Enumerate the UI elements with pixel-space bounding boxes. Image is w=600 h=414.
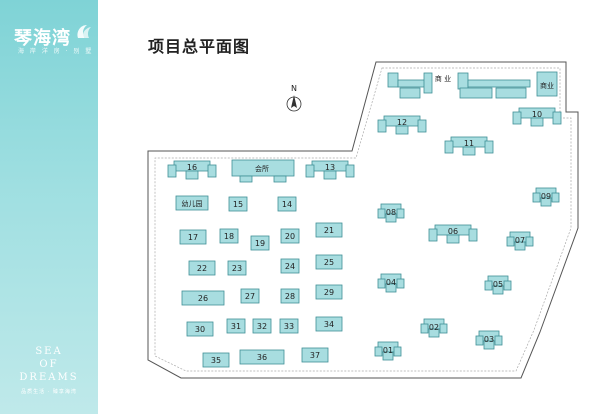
building-18 bbox=[219, 228, 239, 244]
page-title: 项目总平面图 bbox=[148, 37, 251, 56]
building-07 bbox=[506, 231, 534, 251]
tagline-line3: DREAMS bbox=[19, 372, 79, 383]
building-01 bbox=[374, 341, 402, 361]
building-label-35: 35 bbox=[211, 356, 221, 365]
building-25 bbox=[315, 254, 343, 270]
building-label-26: 26 bbox=[198, 294, 208, 303]
building-23 bbox=[227, 260, 247, 276]
building-label-29: 29 bbox=[324, 288, 334, 297]
building-21 bbox=[315, 222, 343, 238]
building-12 bbox=[377, 115, 427, 135]
building-label-18: 18 bbox=[224, 232, 234, 241]
building-05 bbox=[484, 275, 512, 295]
tagline: SEA OF DREAMS 品质生活 · 臻享海湾 bbox=[0, 345, 98, 399]
building-label-10: 10 bbox=[532, 110, 542, 119]
building-label-14: 14 bbox=[282, 200, 292, 209]
tagline-line2: OF bbox=[39, 359, 59, 370]
compass-label: N bbox=[291, 84, 297, 93]
building-13 bbox=[305, 160, 355, 180]
building-label-08: 08 bbox=[386, 208, 396, 217]
building-32 bbox=[252, 318, 272, 334]
building-02 bbox=[420, 318, 448, 338]
building-09 bbox=[532, 187, 560, 207]
building-03 bbox=[475, 330, 503, 350]
building-label-13: 13 bbox=[325, 163, 335, 172]
kindergarten-label: 幼儿园 bbox=[182, 199, 203, 208]
building-15 bbox=[228, 196, 248, 212]
building-label-22: 22 bbox=[197, 264, 207, 273]
north-compass-icon: N bbox=[286, 84, 302, 112]
building-label-34: 34 bbox=[324, 320, 334, 329]
building-label-07: 07 bbox=[515, 236, 525, 245]
tagline-line1: SEA bbox=[35, 346, 63, 357]
building-31 bbox=[226, 318, 246, 334]
building-06 bbox=[428, 224, 478, 244]
building-label-12: 12 bbox=[397, 118, 407, 127]
building-label-33: 33 bbox=[284, 322, 294, 331]
building-label-37: 37 bbox=[310, 351, 320, 360]
building-label-11: 11 bbox=[464, 139, 474, 148]
building-19 bbox=[250, 235, 270, 251]
building-label-32: 32 bbox=[257, 322, 267, 331]
building-label-23: 23 bbox=[232, 264, 242, 273]
building-37 bbox=[301, 347, 329, 363]
commercial-box-label: 商业 bbox=[540, 81, 554, 90]
building-label-05: 05 bbox=[493, 280, 503, 289]
building-28 bbox=[280, 288, 300, 304]
building-26 bbox=[181, 290, 225, 306]
building-label-09: 09 bbox=[541, 192, 551, 201]
building-label-19: 19 bbox=[255, 239, 265, 248]
logo-name: 琴海湾 bbox=[14, 28, 71, 49]
commercial-box bbox=[536, 71, 558, 97]
site-boundary bbox=[147, 61, 579, 379]
building-label-24: 24 bbox=[285, 262, 295, 271]
commercial-block-top: 商 业 bbox=[387, 72, 531, 99]
building-35 bbox=[202, 352, 230, 368]
building-label-25: 25 bbox=[324, 258, 334, 267]
sidebar-panel: 琴海湾 海 岸 洋 房 · 别 墅 SEA OF DREAMS 品质生活 · 臻… bbox=[0, 0, 98, 414]
brand-logo: 琴海湾 海 岸 洋 房 · 别 墅 bbox=[4, 20, 96, 60]
logo-subtitle: 海 岸 洋 房 · 别 墅 bbox=[18, 48, 94, 55]
clubhouse bbox=[231, 159, 295, 177]
building-label-06: 06 bbox=[448, 227, 458, 236]
building-label-01: 01 bbox=[383, 346, 393, 355]
building-24 bbox=[280, 258, 300, 274]
building-36 bbox=[239, 349, 285, 365]
building-label-30: 30 bbox=[195, 325, 205, 334]
building-08 bbox=[377, 203, 405, 223]
building-10 bbox=[512, 107, 562, 127]
building-label-03: 03 bbox=[484, 335, 494, 344]
kindergarten bbox=[175, 195, 209, 211]
building-label-02: 02 bbox=[429, 323, 439, 332]
building-label-04: 04 bbox=[386, 278, 396, 287]
clubhouse-label: 会所 bbox=[255, 164, 269, 173]
building-label-21: 21 bbox=[324, 226, 334, 235]
building-22 bbox=[188, 260, 216, 276]
building-17 bbox=[179, 229, 207, 245]
building-label-36: 36 bbox=[257, 353, 267, 362]
building-label-20: 20 bbox=[285, 232, 295, 241]
building-label-16: 16 bbox=[187, 163, 197, 172]
building-20 bbox=[280, 228, 300, 244]
building-34 bbox=[315, 316, 343, 332]
tagline-small: 品质生活 · 臻享海湾 bbox=[21, 389, 77, 395]
building-label-27: 27 bbox=[245, 292, 255, 301]
building-label-31: 31 bbox=[231, 322, 241, 331]
building-14 bbox=[277, 196, 297, 212]
building-label-17: 17 bbox=[188, 233, 198, 242]
site-inner-boundary bbox=[154, 67, 572, 372]
building-04 bbox=[377, 273, 405, 293]
building-11 bbox=[444, 136, 494, 156]
building-label-15: 15 bbox=[233, 200, 243, 209]
building-33 bbox=[279, 318, 299, 334]
commercial-top-label: 商 业 bbox=[435, 74, 451, 83]
building-16 bbox=[167, 160, 217, 180]
building-30 bbox=[186, 321, 214, 337]
building-label-28: 28 bbox=[285, 292, 295, 301]
wave-logo-icon bbox=[77, 25, 91, 38]
building-29 bbox=[315, 284, 343, 300]
building-27 bbox=[240, 288, 260, 304]
